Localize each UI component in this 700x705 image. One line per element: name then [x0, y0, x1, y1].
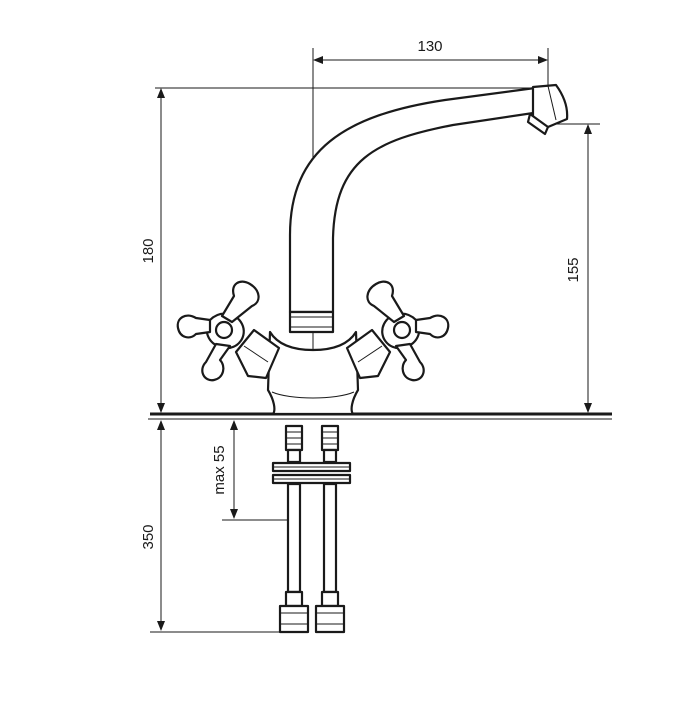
dimension-155: 155	[565, 124, 592, 413]
dimension-350: 350	[140, 420, 165, 631]
right-handle-arm-down	[394, 342, 425, 382]
left-handle-arm-down	[201, 342, 232, 382]
spout	[288, 83, 569, 314]
left-handle-arm-up	[220, 280, 260, 324]
dimension-max-55: max 55	[211, 420, 238, 519]
dimension-label-180: 180	[140, 238, 157, 263]
left-valve	[176, 280, 281, 382]
right-hose	[314, 424, 346, 634]
spout-collar	[288, 310, 335, 334]
dimension-label-max-55: max 55	[211, 445, 228, 494]
dimension-label-155: 155	[565, 257, 582, 282]
right-handle-arm-right	[414, 314, 450, 339]
dimension-180: 180	[140, 88, 165, 413]
dimension-label-350: 350	[140, 524, 157, 549]
left-handle-arm-left	[176, 314, 212, 339]
dimension-label-130: 130	[417, 38, 442, 55]
worktop-line	[148, 412, 612, 420]
dimension-130: 130	[313, 38, 548, 64]
mounting-stud	[271, 461, 352, 485]
left-hose	[278, 424, 310, 634]
faucet-body	[266, 330, 360, 416]
right-handle-arm-up	[366, 280, 406, 324]
right-valve	[345, 280, 450, 382]
